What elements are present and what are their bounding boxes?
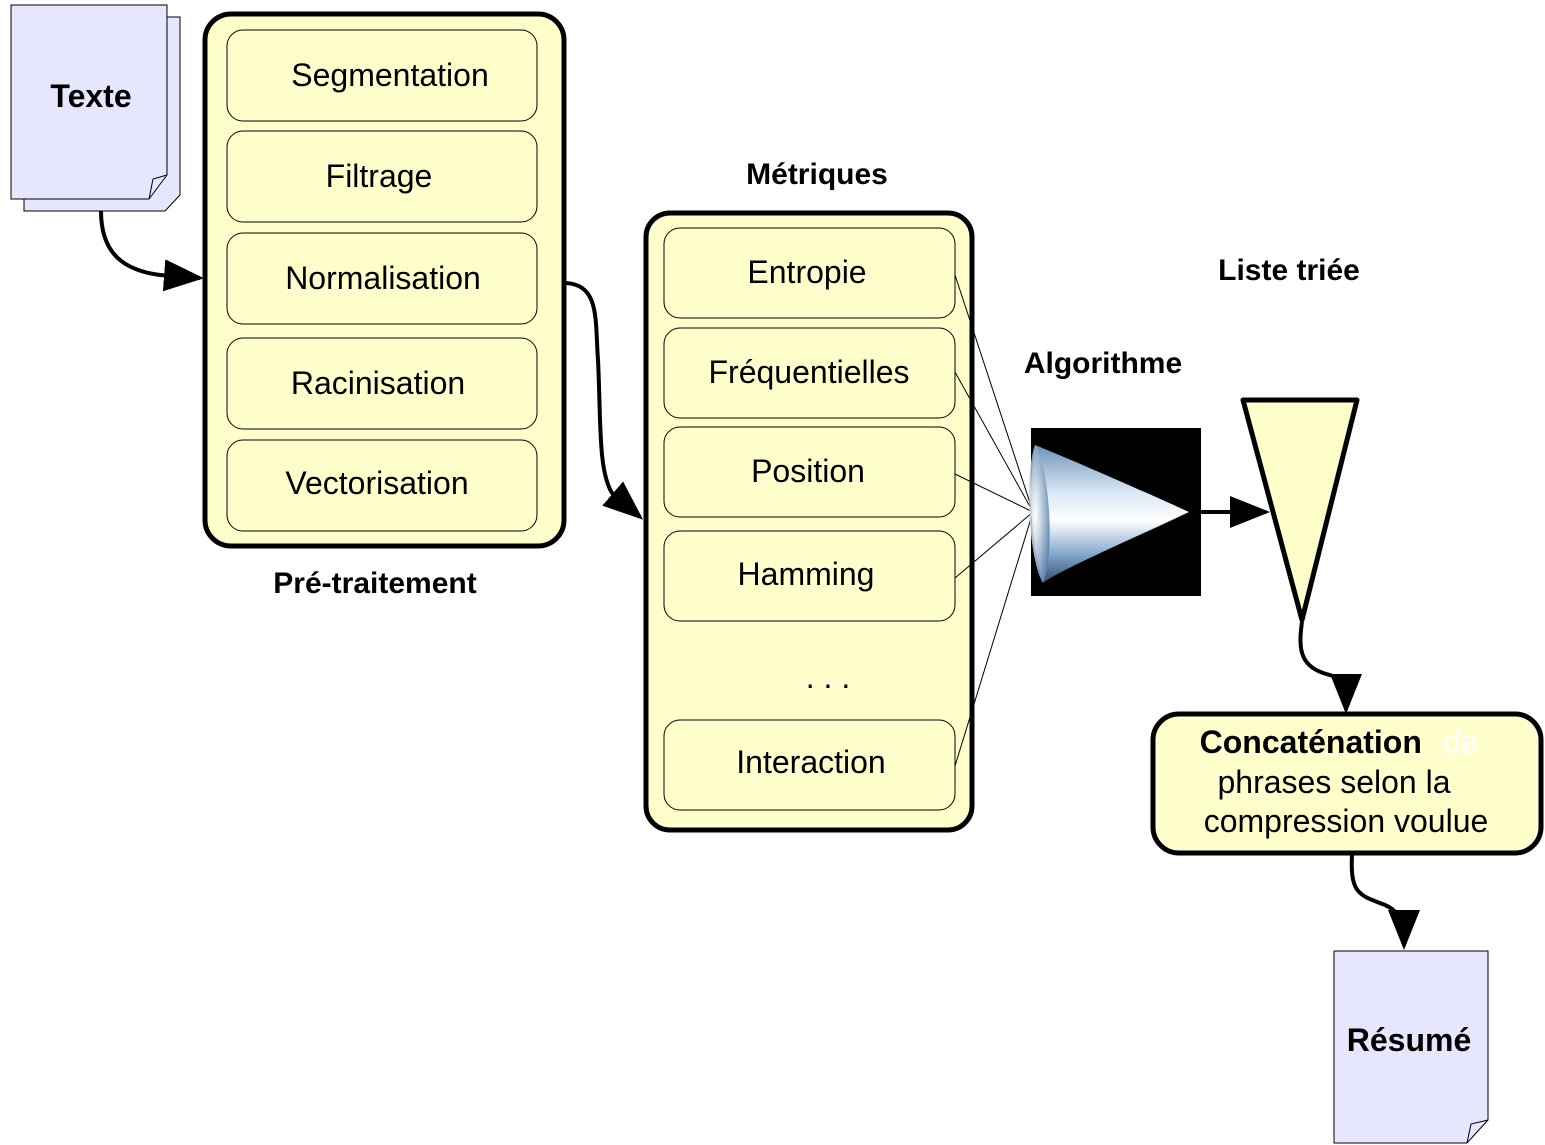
preprocessing-step-label: Normalisation [285, 260, 481, 296]
metrics-panel: Entropie Fréquentielles Position Hamming… [643, 210, 975, 833]
preprocessing-step-label: Vectorisation [285, 465, 468, 501]
metric-item: Hamming [663, 530, 956, 622]
funnel-triangle-icon [1240, 397, 1360, 623]
cone-base [1029, 445, 1050, 583]
output-document-page [1333, 950, 1489, 1144]
output-document-label: Résumé [1347, 1022, 1472, 1058]
arrow-concatenation-to-summary [1349, 854, 1420, 950]
algorithm-title: Algorithme [1024, 347, 1182, 380]
output-document: Résumé [1333, 950, 1489, 1144]
preprocessing-step: Filtrage [226, 130, 538, 223]
metric-item-label: Entropie [747, 254, 866, 290]
metric-item-label: Hamming [738, 556, 875, 592]
arrow-sorted-list-to-concatenation [1298, 621, 1362, 714]
concatenation-container [1150, 711, 1544, 856]
preprocessing-step: Vectorisation [226, 439, 538, 532]
concatenation-line-3: compression voulue [1204, 803, 1489, 839]
cone-3d-icon [1029, 428, 1201, 596]
connector-line [954, 473, 1034, 513]
connector-line [954, 371, 1034, 513]
connector-line [954, 274, 1034, 513]
concatenation-line-2: phrases selon la [1217, 764, 1450, 800]
concatenation-line-1: Concaténation de [1200, 724, 1479, 760]
preprocessing-step: Segmentation [226, 29, 538, 122]
preprocessing-panel: Segmentation Filtrage Normalisation Raci… [202, 11, 567, 549]
metrics-title: Métriques [746, 158, 888, 191]
cone-body [1031, 445, 1189, 583]
preprocessing-step: Normalisation [226, 232, 538, 325]
concatenation-hidden-text: de [1443, 724, 1479, 760]
document-fold-icon [148, 174, 168, 200]
metric-item-label: Position [751, 453, 865, 489]
concatenation-bold-text: Concaténation [1200, 724, 1422, 760]
arrow-preprocessing-to-metrics [565, 281, 644, 520]
arrow-text-to-preprocessing [99, 210, 204, 292]
document-fold-icon [1466, 1119, 1489, 1144]
preprocessing-step: Racinisation [226, 337, 538, 430]
metric-connector-lines [954, 274, 1034, 767]
metric-item: Entropie [663, 227, 956, 319]
metric-item-label: Interaction [736, 744, 885, 780]
connector-line [954, 511, 1034, 767]
preprocessing-title: Pré-traitement [273, 567, 476, 600]
preprocessing-step-label: Segmentation [291, 57, 488, 93]
sorted-list-title: Liste triée [1218, 254, 1360, 287]
metric-item-label: Fréquentielles [709, 354, 910, 390]
input-document: Texte [10, 4, 181, 212]
metric-item: Fréquentielles [663, 327, 956, 419]
input-document-label: Texte [50, 78, 131, 114]
connector-line [954, 511, 1034, 579]
preprocessing-step-label: Racinisation [291, 365, 465, 401]
concatenation-box: Concaténation de phrases selon la compre… [1150, 711, 1544, 856]
preprocessing-step-label: Filtrage [326, 158, 433, 194]
document-stack-front-page [10, 4, 168, 200]
metric-item: Position [663, 426, 956, 518]
metric-item: Interaction [663, 719, 956, 811]
metrics-ellipsis: . . . [806, 659, 850, 695]
